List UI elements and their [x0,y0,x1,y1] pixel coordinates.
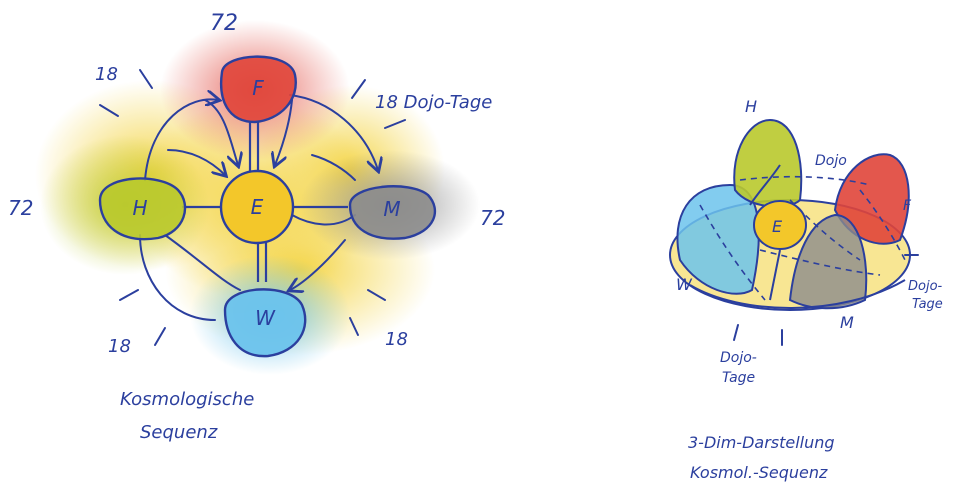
count-left: 72 [8,196,33,220]
left-caption-line2: Sequenz [140,422,218,443]
center-e [753,200,807,250]
count-diag-tl: 18 [95,64,118,85]
node-f: F [219,55,297,124]
node-m-label: M [383,197,400,221]
connectors [182,122,348,282]
node-h-label: H [132,196,147,220]
hidden-lines [699,175,906,301]
lobe-f [833,153,910,245]
structure-lines [689,164,906,309]
right-label-dojo: Dojo [815,153,847,169]
right-diagram: H Dojo F E W M Dojo- Tage Dojo- Tage 3-D… [669,97,943,482]
node-e-label: E [251,195,264,219]
right-caption-line2: Kosmol.-Sequenz [690,463,828,482]
right-label-dojo-tage-right-1: Dojo- [908,279,943,294]
diagonal-rays [99,69,406,346]
right-label-e: E [772,217,783,236]
node-w-label: W [255,306,276,330]
count-diag-bl: 18 [108,336,131,357]
right-caption-line1: 3-Dim-Darstellung [688,433,835,452]
right-label-h: H [745,97,757,116]
left-diagram: F H E M W 72 72 72 18 18 Dojo-Tage 18 18… [8,11,505,443]
count-right: 72 [480,206,505,230]
node-e: E [219,169,295,245]
right-label-m: M [840,313,854,332]
left-caption-line1: Kosmologische [120,389,254,410]
right-label-dojo-tage-bottom-2: Tage [722,370,755,386]
node-w: W [223,288,307,358]
right-label-dojo-tage-right-2: Tage [912,297,943,312]
node-h: H [98,177,187,241]
count-diag-br: 18 [385,329,408,350]
node-f-label: F [252,76,264,100]
lobe-m [788,213,868,310]
right-label-dojo-tage-bottom-1: Dojo- [720,350,757,366]
count-diag-tr: 18 Dojo-Tage [375,92,492,113]
right-label-f: F [903,198,912,214]
flow-arrows [139,95,378,321]
tick-marks [733,254,919,346]
count-top: 72 [210,11,238,36]
lobe-w [676,183,760,295]
lobe-h [733,118,803,208]
node-m: M [348,185,437,240]
right-label-w: W [676,275,693,294]
